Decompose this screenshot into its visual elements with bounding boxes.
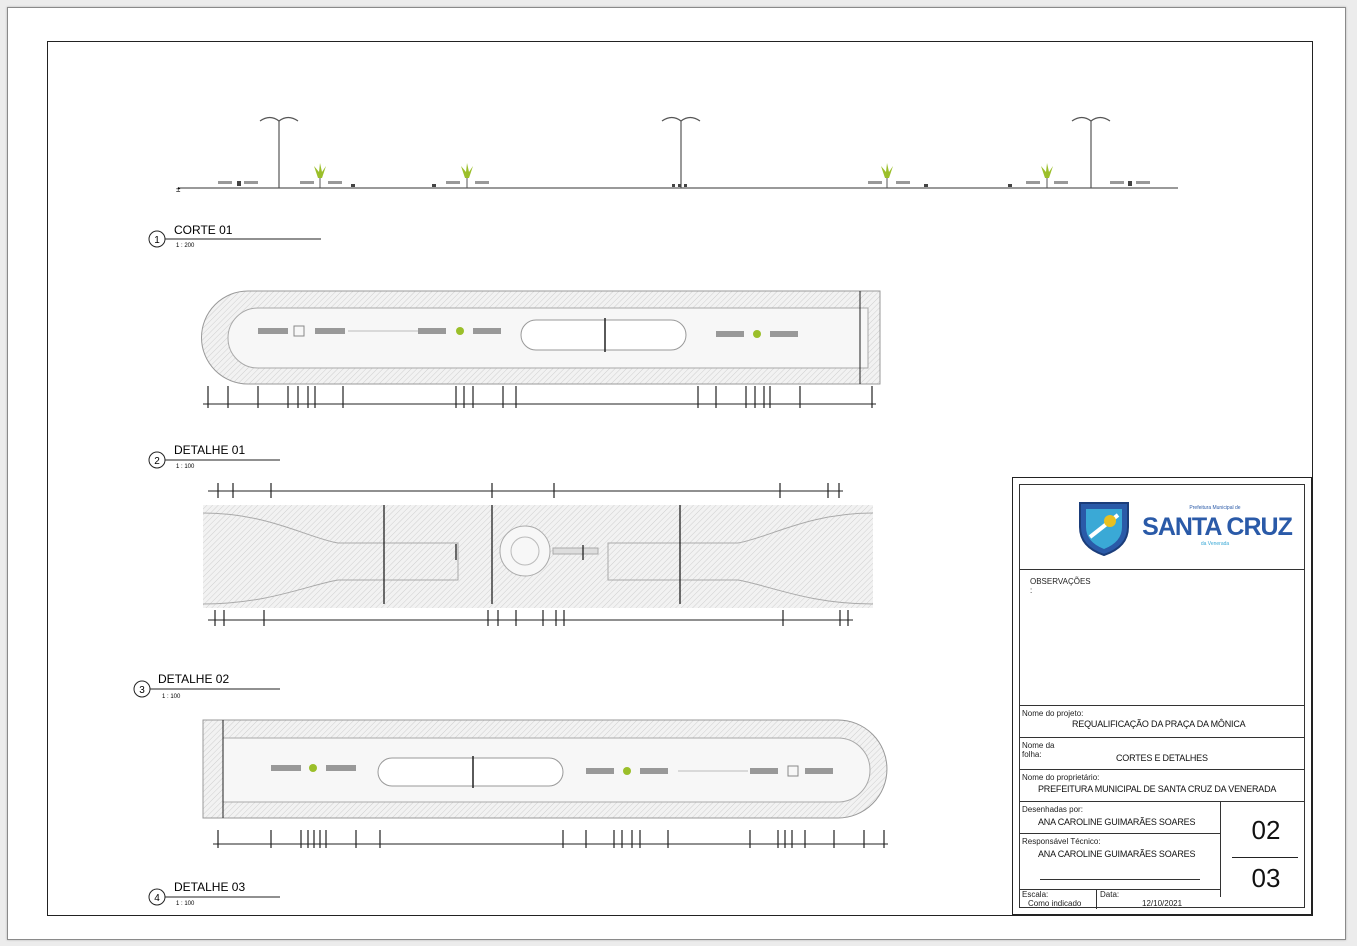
drawn-by-label: Desenhadas por: (1022, 805, 1083, 814)
city-crest-icon (1079, 502, 1129, 557)
date-value: 12/10/2021 (1142, 899, 1183, 908)
signature-line (1040, 879, 1200, 880)
owner-value: PREFEITURA MUNICIPAL DE SANTA CRUZ DA VE… (1038, 784, 1277, 794)
observacoes-label: OBSERVAÇÕES (1030, 577, 1091, 586)
owner-label: Nome do proprietário: (1022, 773, 1100, 782)
view-scale: 1 : 100 (176, 464, 195, 470)
logo-name: SANTA CRUZ (1142, 513, 1293, 541)
tree-icon (314, 163, 1053, 178)
tech-value: ANA CAROLINE GUIMARÃES SOARES (1038, 849, 1196, 859)
view-title: DETALHE 02 (158, 672, 229, 686)
detalhe-02-plan (202, 483, 874, 626)
lamp-post (259, 116, 1111, 188)
sheet-name-label: Nome da folha: (1022, 741, 1055, 759)
title-block: Prefeitura Municipal de SANTA CRUZ da Ve… (1012, 477, 1312, 915)
sheet-number: 02 (1251, 815, 1281, 845)
view-title: CORTE 01 (174, 223, 233, 237)
sheet-number-divider (1232, 857, 1298, 858)
project-label: Nome do projeto: (1022, 709, 1084, 718)
logo-tagline: da Venerada (1200, 541, 1230, 547)
view-scale: 1 : 200 (176, 243, 195, 249)
scale-label: Escala: (1022, 890, 1049, 899)
view-title: DETALHE 03 (174, 880, 245, 894)
view-label-2: 2 DETALHE 01 1 : 100 (148, 443, 280, 470)
date-label: Data: (1100, 890, 1120, 899)
detalhe-03-plan (202, 719, 888, 848)
view-number: 4 (154, 893, 160, 904)
sheet-name-value: CORTES E DETALHES (1116, 753, 1208, 763)
drawing-sheet: ± (7, 7, 1346, 940)
view-label-1: 1 CORTE 01 1 : 200 (148, 223, 321, 249)
view-title: DETALHE 01 (174, 443, 245, 457)
view-label-3: 3 DETALHE 02 1 : 100 (133, 672, 280, 700)
scale-value: Como indicado (1028, 899, 1082, 908)
view-number: 2 (154, 456, 160, 467)
tree-icon (456, 327, 464, 335)
corte-01-section: ± (176, 116, 1178, 194)
sheet-border (47, 41, 1313, 916)
sheet-total: 03 (1251, 863, 1281, 893)
observacoes-value: : (1030, 586, 1033, 595)
logo-top-text: Prefeitura Municipal de (1189, 505, 1241, 511)
svg-text:±: ± (176, 185, 181, 194)
dimension-ticks (207, 386, 873, 408)
view-number: 3 (139, 685, 145, 696)
detalhe-01-plan (201, 290, 881, 408)
project-value: REQUALIFICAÇÃO DA PRAÇA DA MÔNICA (1072, 719, 1246, 729)
drawn-by-value: ANA CAROLINE GUIMARÃES SOARES (1038, 817, 1196, 827)
view-label-4: 4 DETALHE 03 1 : 100 (148, 880, 280, 907)
view-scale: 1 : 100 (176, 901, 195, 907)
tech-label: Responsável Técnico: (1022, 837, 1101, 846)
drawing-canvas: ± (133, 116, 1178, 907)
view-scale: 1 : 100 (162, 694, 181, 700)
logo-area: Prefeitura Municipal de SANTA CRUZ da Ve… (1020, 485, 1304, 569)
view-number: 1 (154, 235, 160, 246)
